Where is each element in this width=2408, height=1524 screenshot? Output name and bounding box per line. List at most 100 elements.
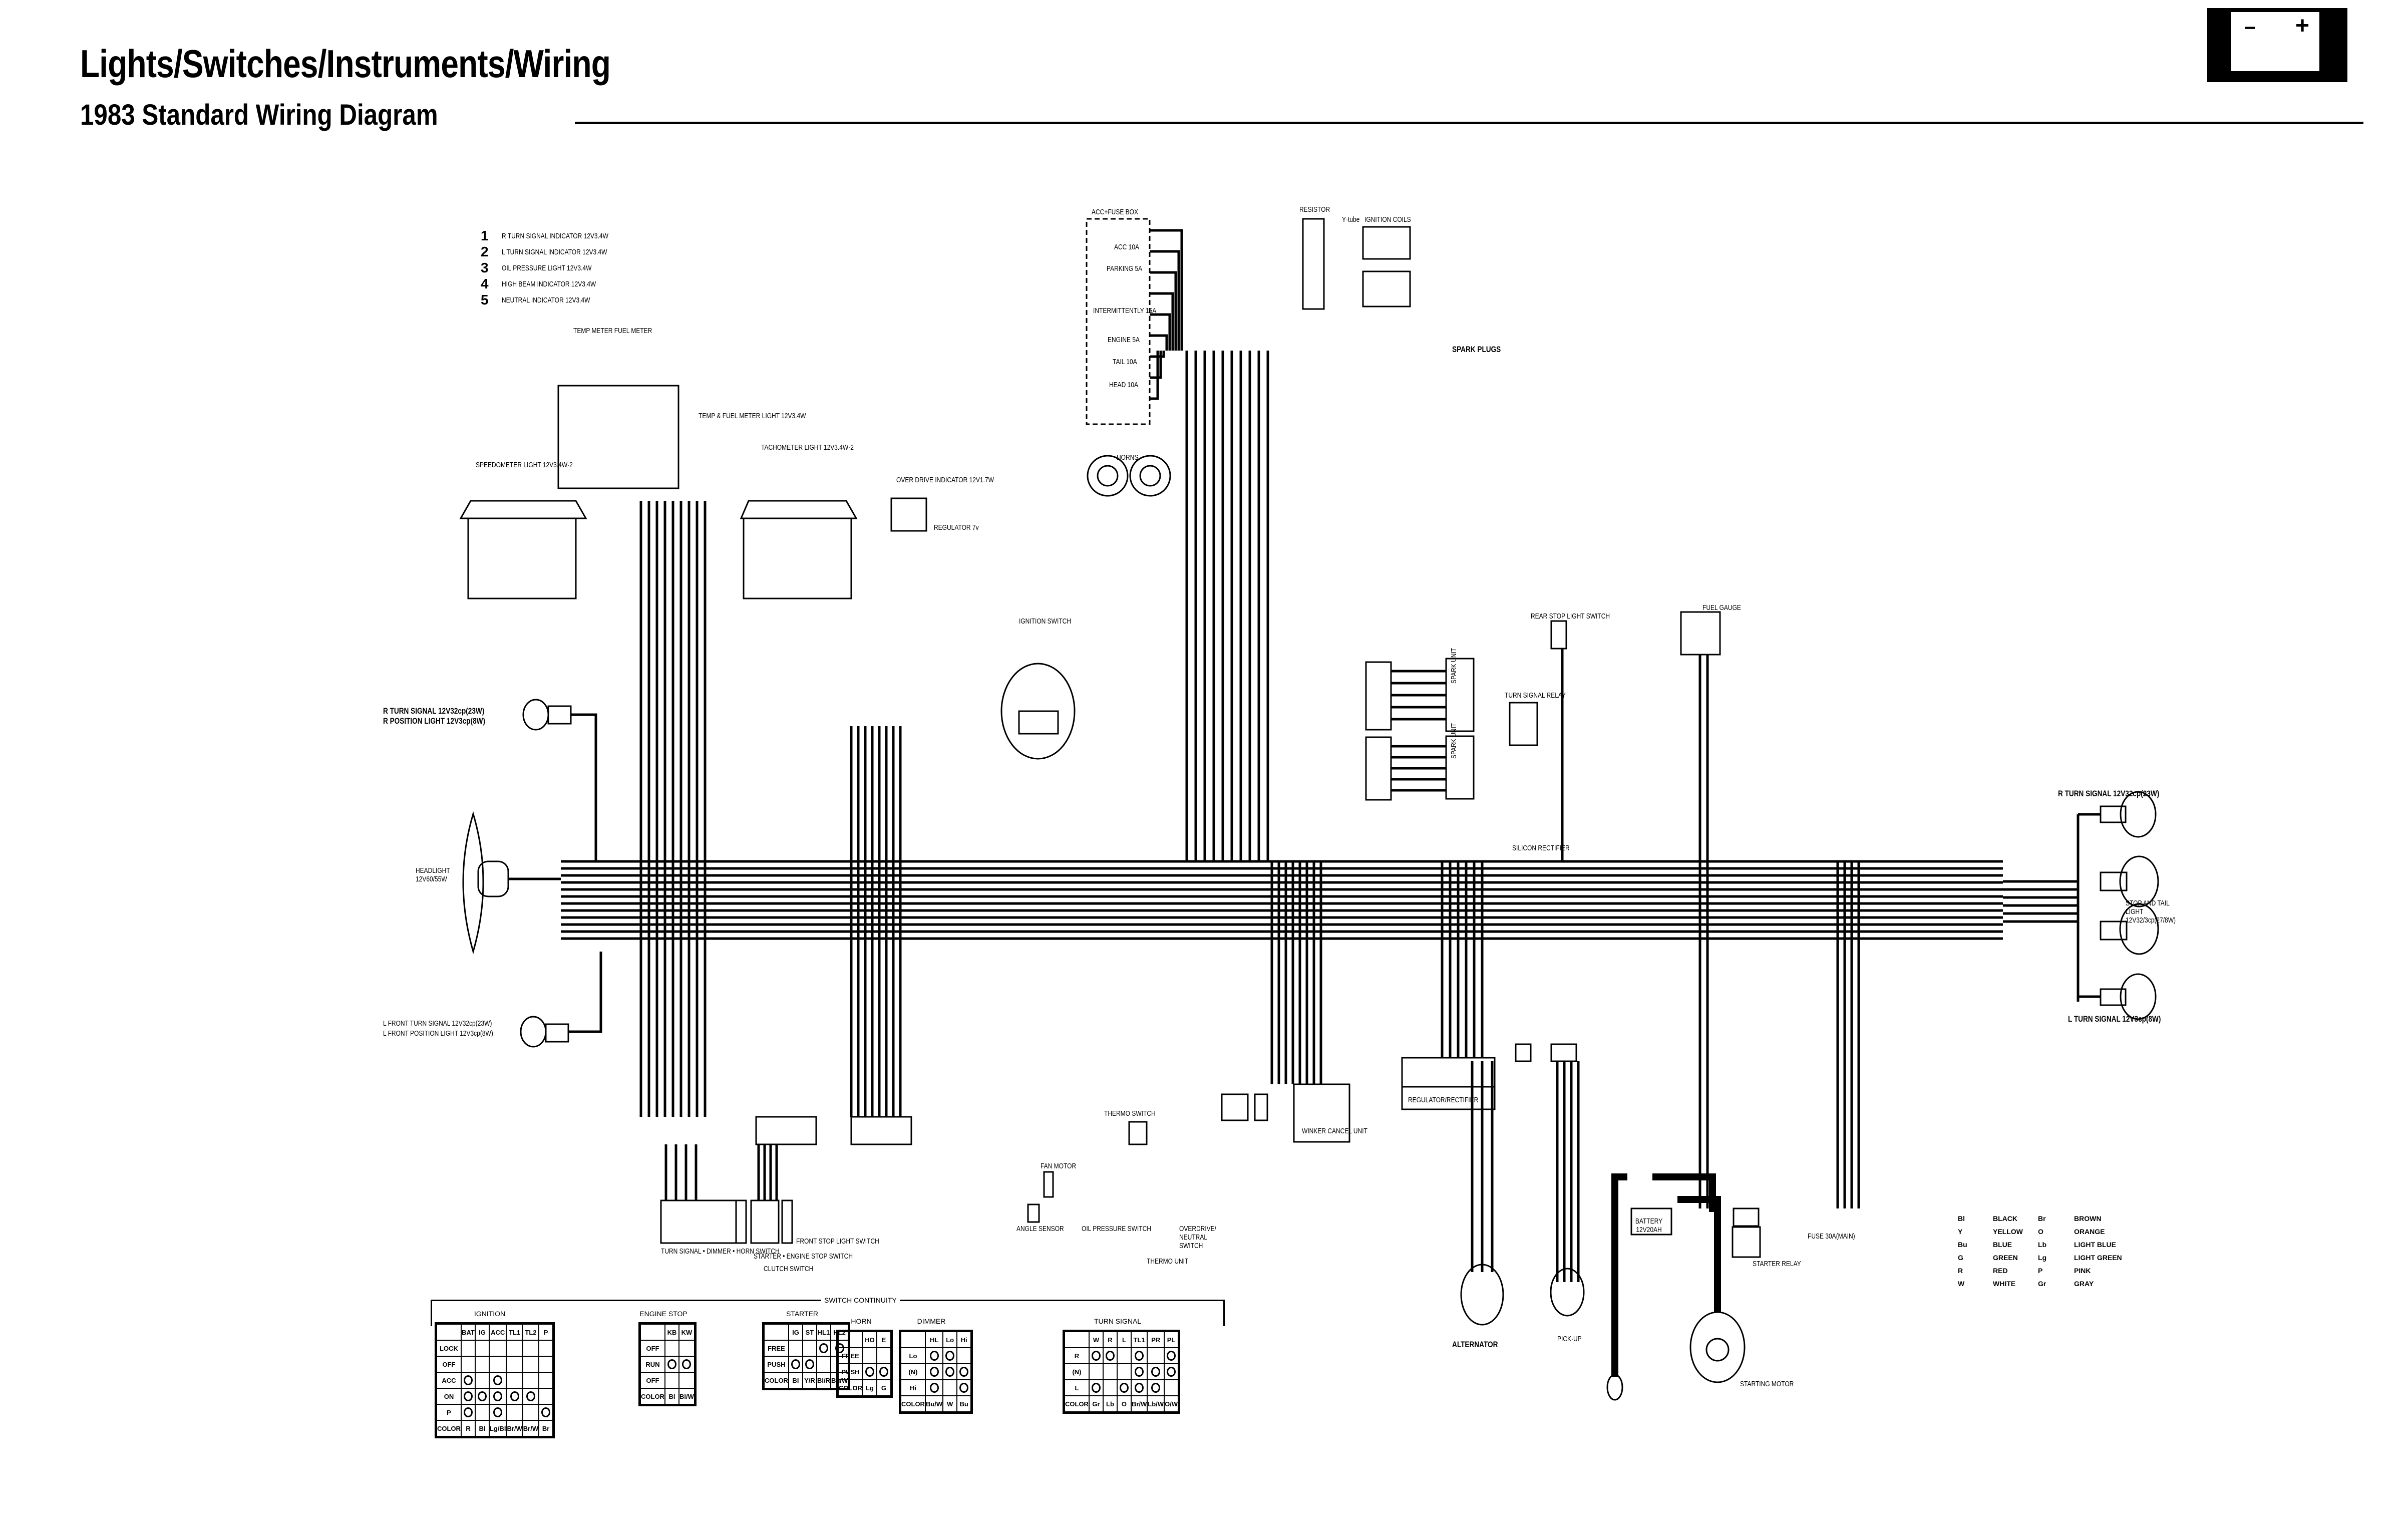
continuity-dot [526,1391,535,1401]
table-cell: Lg [862,1379,877,1397]
temp-fuel-meter-box [557,385,679,489]
label-pickup: PICK·UP [1557,1335,1582,1343]
table-row-label: OFF [639,1340,665,1357]
label-spark-unit-1: SPARK UNIT [1450,648,1458,684]
table-corner [763,1323,789,1341]
table-cell [664,1372,679,1389]
label-r-turn-front: R TURN SIGNAL 12V32cp(23W) [383,706,485,716]
stop-tail-bulb-1 [2119,855,2159,907]
table-col-header: E [876,1330,892,1348]
table-row-label: (N) [1063,1363,1090,1380]
label-fuse-box: ACC+FUSE BOX [1092,208,1139,216]
handlebar-connector-right [850,1116,912,1145]
continuity-dot [463,1391,473,1401]
table-cell [1116,1347,1132,1364]
switch-continuity-title: SWITCH CONTINUITY [821,1296,900,1304]
table-row-label: L [1063,1379,1090,1396]
table-row: (N) [1063,1363,1180,1380]
table-cell [506,1404,523,1421]
label-fuse-engine: ENGINE 5A [1108,336,1140,344]
continuity-dot [945,1367,955,1377]
speedometer-housing [459,500,587,519]
table-corner [1063,1330,1090,1348]
thermo-switch [1128,1121,1148,1145]
table-cell [522,1372,540,1389]
table-col-header: R [1102,1330,1118,1348]
table-cell: Br/W [522,1420,540,1438]
table-col-header: PL [1164,1330,1180,1348]
spark-unit-connector-2 [1365,736,1392,801]
table-cell [488,1356,507,1373]
table-cell [942,1363,958,1380]
table-cell [876,1347,892,1364]
regulator-connector [1401,1057,1496,1088]
continuity-dot [879,1367,888,1377]
label-starter-engine-stop: STARTER • ENGINE STOP SWITCH [754,1252,853,1261]
continuity-dot [945,1351,955,1361]
pickup-coil [1550,1268,1585,1317]
table-cell [538,1404,554,1421]
continuity-dot [1167,1351,1176,1361]
label-winker-cancel: WINKER CANCEL UNIT [1302,1127,1367,1135]
continuity-dot [493,1391,503,1401]
table-cell [1088,1379,1104,1396]
label-r-position: R POSITION LIGHT 12V3cp(8W) [383,716,486,726]
continuity-dot [929,1351,939,1361]
label-clutch-switch: CLUTCH SWITCH [764,1265,814,1273]
continuity-dot [791,1359,800,1369]
label-battery: BATTERY 12V20AH [1635,1217,1663,1234]
table-cell: Bu/W [924,1395,944,1413]
switch-table-title: ENGINE STOP [639,1310,687,1318]
alternator-3p-connector [1515,1043,1532,1062]
starter-engine-stop-switch-box [750,1199,780,1244]
starting-motor [1689,1311,1746,1383]
table-row-label: P [435,1404,462,1421]
title-rule [575,122,2363,124]
label-fan-motor: FAN MOTOR [1041,1162,1077,1170]
continuity-dot [1135,1367,1144,1377]
continuity-dot [1135,1383,1144,1393]
table-row: R [1063,1347,1180,1364]
spark-unit-connector-1 [1365,661,1392,731]
ignition-switch-body [1000,663,1076,760]
continuity-dot [493,1375,503,1385]
table-col-header: HL [924,1330,944,1348]
label-regulator-rectifier: REGULATOR/RECTIFIER [1408,1096,1479,1104]
table-row-label: LOCK [435,1340,462,1357]
label-alternator: ALTERNATOR [1452,1340,1498,1349]
label-spark-plugs: SPARK PLUGS [1452,345,1501,354]
table-cell [1102,1363,1118,1380]
table-cell: O/W [1164,1395,1180,1413]
table-cell [862,1347,877,1364]
resistor-box [1302,218,1325,310]
table-cell [1102,1347,1118,1364]
stop-tail-bulb-2 [2119,903,2159,955]
continuity-dot [1105,1351,1115,1361]
table-cell: G [876,1379,892,1397]
continuity-dot [1151,1367,1161,1377]
battery-pos-glyph: + [2295,13,2310,39]
r-rear-turn-bulb [2120,791,2157,838]
table-row-label: COLOR [837,1379,863,1397]
ignition-coil-1 [1362,226,1411,260]
table-cell [1147,1363,1165,1380]
table-cell [538,1388,554,1405]
table-cell [956,1363,972,1380]
table-row: OFF [639,1340,696,1357]
label-ignition-coils: IGNITION COILS [1364,215,1411,224]
table-row-label: COLOR [899,1395,926,1413]
table-cell [488,1404,507,1421]
label-fuse-head: HEAD 10A [1109,381,1139,389]
pickup-4p-connector [1550,1043,1577,1062]
table-cell [664,1356,679,1373]
fuse-box-wire [1150,229,1183,351]
table-col-header: ST [802,1323,817,1341]
label-rear-stop-switch: REAR STOP LIGHT SWITCH [1531,612,1610,621]
table-row-label: FREE [837,1347,863,1364]
label-fuse-intermittently: INTERMITTENTLY 15A [1093,307,1157,315]
